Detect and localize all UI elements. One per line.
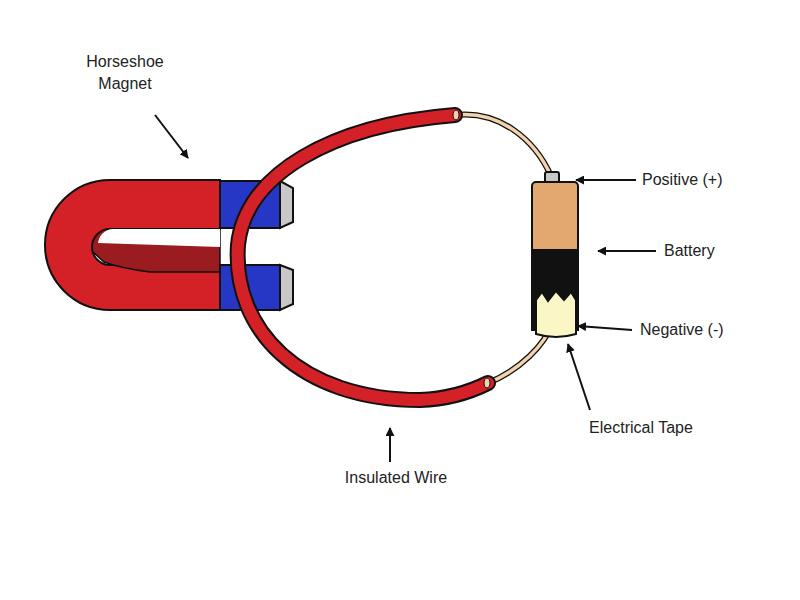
- leader-arrow: [568, 344, 590, 410]
- electrical-tape: [536, 291, 576, 337]
- pole-end-face: [280, 265, 293, 310]
- insulated-wire: [238, 115, 488, 400]
- leader-arrow: [598, 250, 656, 252]
- wire-core: [484, 378, 490, 388]
- part-label: Horseshoe Magnet: [75, 51, 175, 95]
- magnet-body: [45, 180, 220, 310]
- part-label: Battery: [664, 240, 715, 262]
- leader-arrow: [576, 179, 636, 181]
- leader-arrow: [155, 115, 188, 158]
- bare-wire: [455, 114, 551, 176]
- part-label: Electrical Tape: [589, 417, 693, 439]
- leader-arrow: [389, 428, 391, 462]
- bare-wire-outline: [455, 114, 551, 176]
- leader-lines: [155, 115, 656, 462]
- wire-core: [453, 110, 459, 120]
- part-label: Insulated Wire: [345, 467, 447, 489]
- part-label: Negative (-): [640, 319, 724, 341]
- leader-arrow: [578, 326, 632, 330]
- part-label: Positive (+): [642, 169, 722, 191]
- pole-end-face: [280, 181, 293, 228]
- battery-top: [532, 182, 578, 252]
- battery: [532, 172, 578, 337]
- magnet-gap: [98, 229, 220, 247]
- magnet-inner-face: [92, 229, 220, 272]
- insulated-wire-outline: [238, 115, 488, 400]
